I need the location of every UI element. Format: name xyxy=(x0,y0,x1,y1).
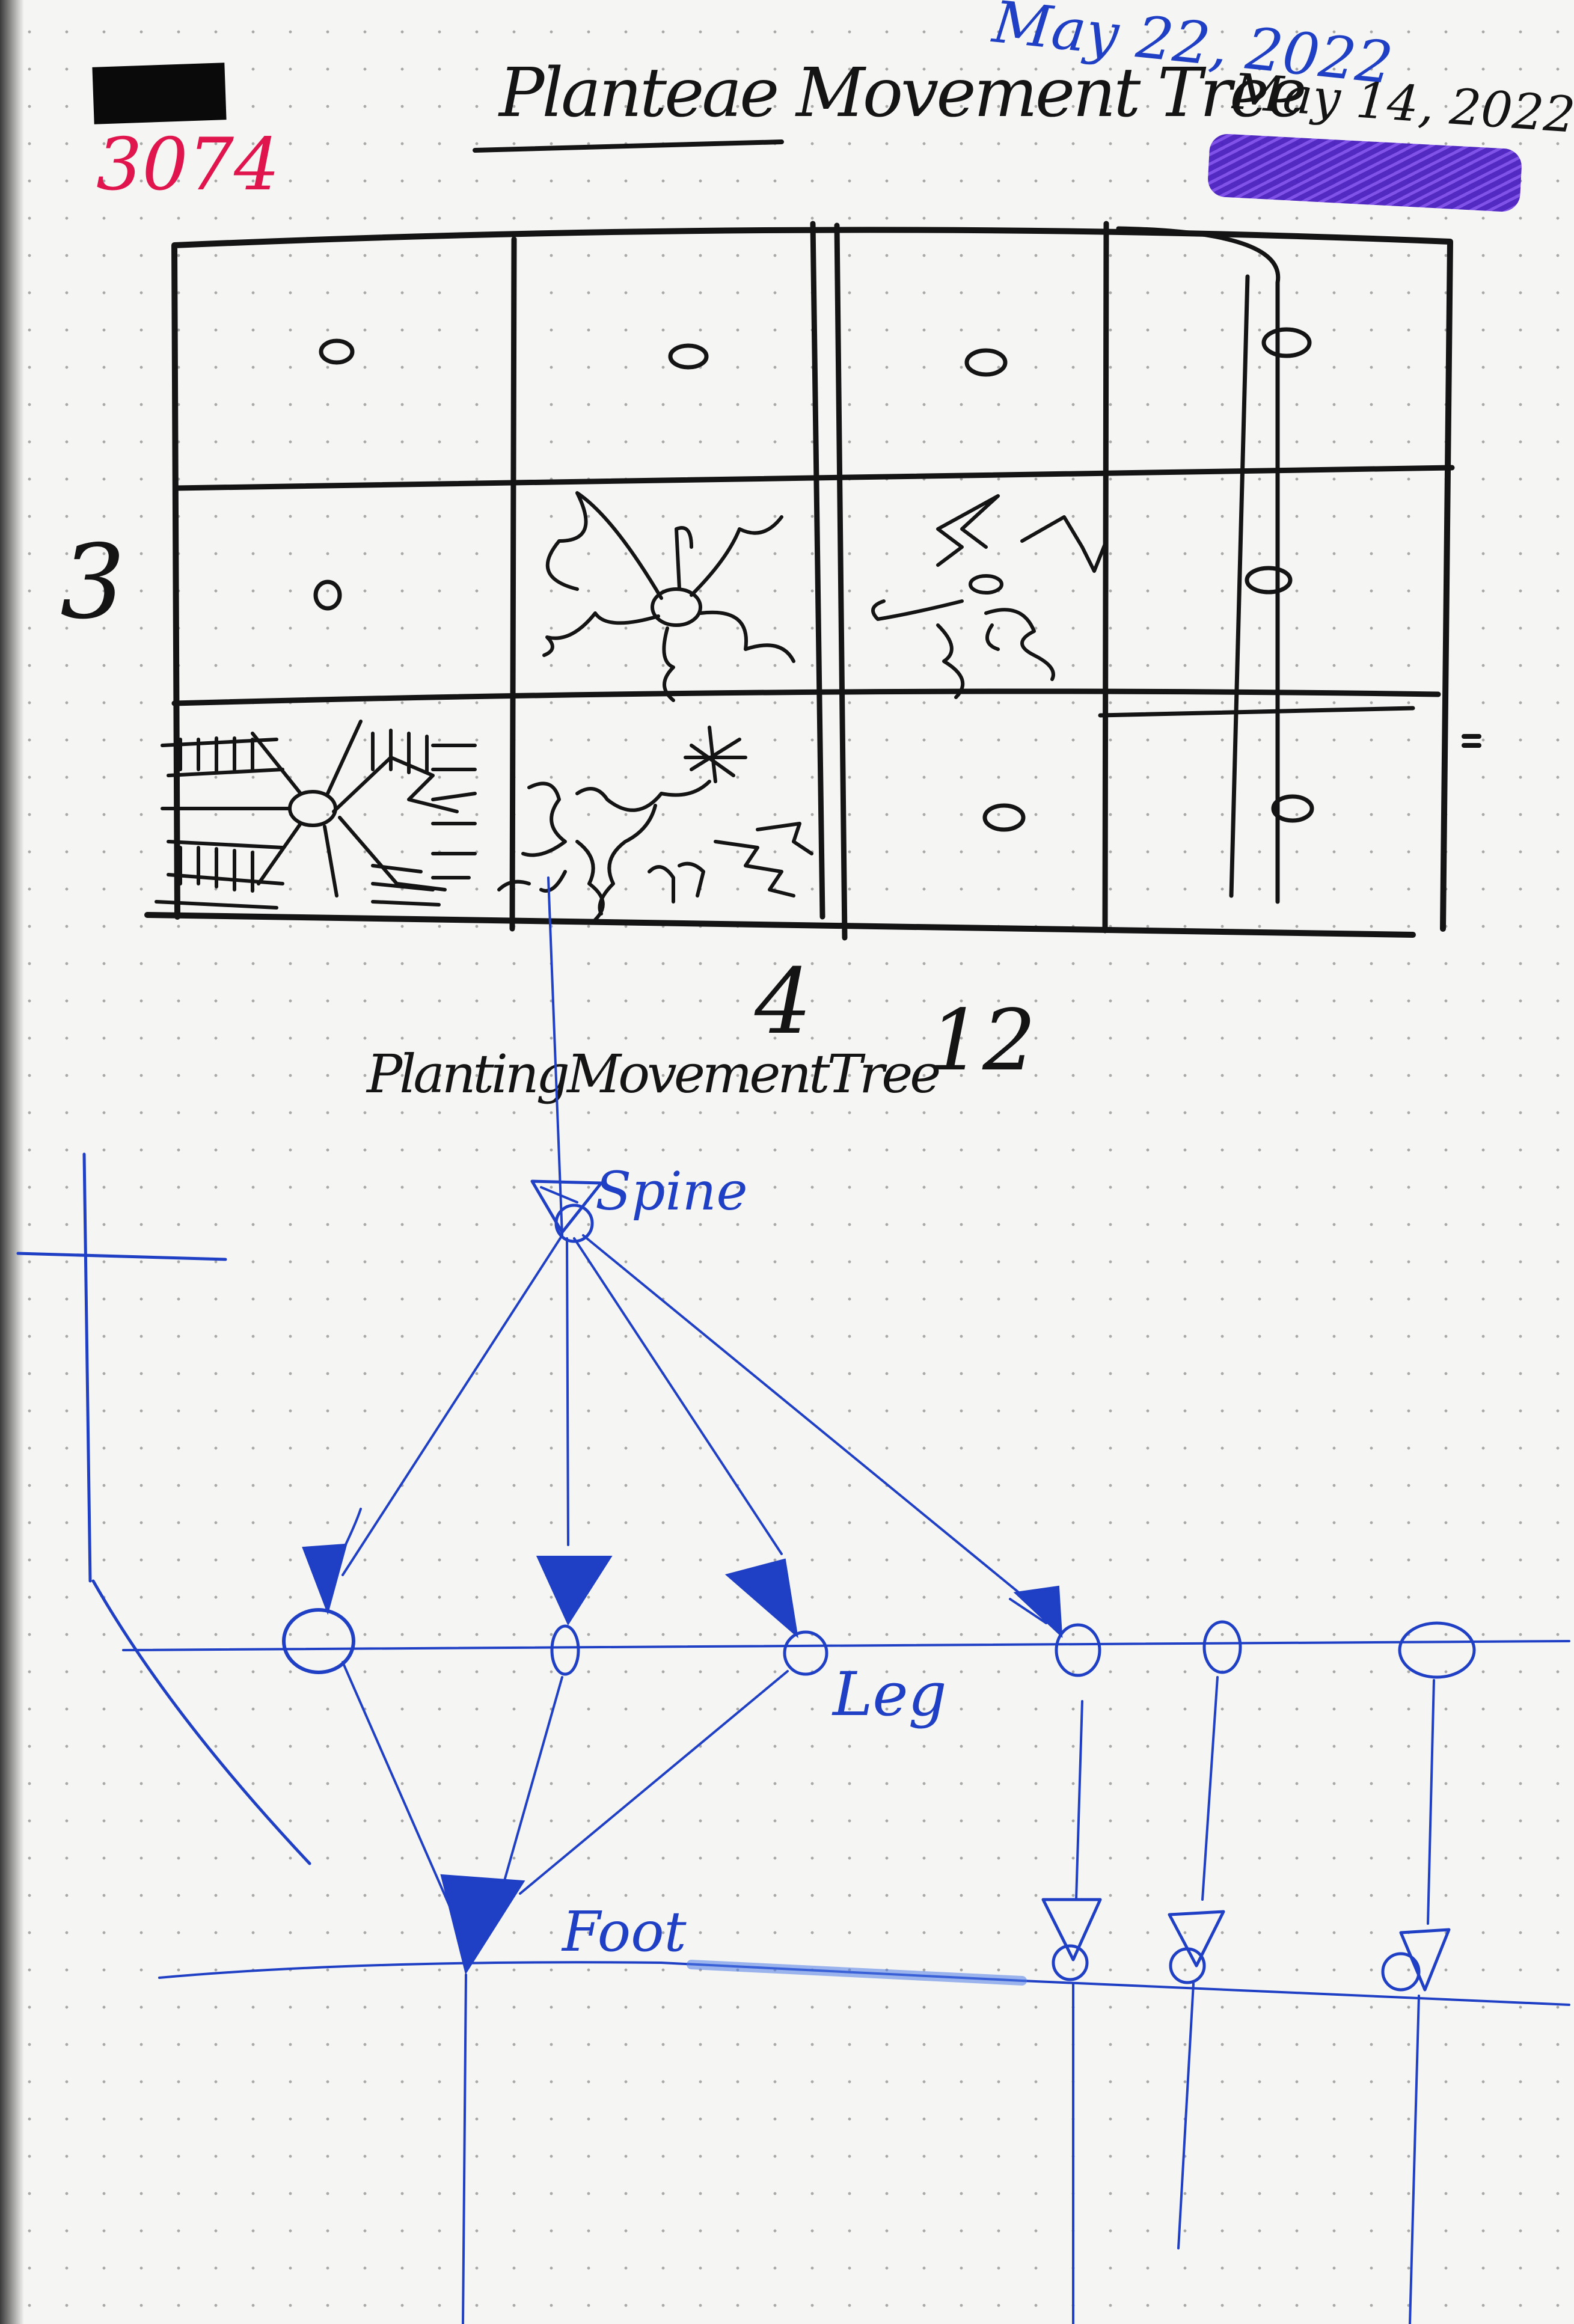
foot-node-3 xyxy=(1381,1928,1451,1992)
foot-continuation xyxy=(1409,1995,1420,2324)
cell-sketch-roots xyxy=(542,491,795,702)
page-title: Planteae Movement Tree xyxy=(499,54,1307,132)
cell-sketch-tangle xyxy=(497,726,813,922)
grid-row-line xyxy=(173,465,1455,491)
leg-foot-edge xyxy=(498,1676,563,1901)
foot-continuation xyxy=(462,1974,467,2324)
axis-horizontal xyxy=(16,1252,227,1261)
leg-node-2 xyxy=(536,1556,613,1676)
spine-node xyxy=(530,1179,603,1243)
title-underline xyxy=(473,139,784,153)
spine-leg-edge xyxy=(566,1237,569,1546)
foot-continuation xyxy=(1177,1983,1195,2249)
node-label-foot: Foot xyxy=(562,1900,687,1964)
foot-line-highlight xyxy=(687,1960,1027,1986)
grid-col-line xyxy=(810,221,825,920)
grid-rows-label: 3 xyxy=(60,523,126,642)
leg-foot-edge xyxy=(341,1661,461,1931)
spine-leg-edge xyxy=(582,1234,1035,1606)
grid-col-line xyxy=(1102,221,1109,934)
axis-diagonal xyxy=(91,1579,311,1865)
grid-cols-label: 4 xyxy=(755,950,812,1054)
tree-subtitle: PlantingMovementTree xyxy=(367,1043,941,1105)
leg-foot-edge xyxy=(1201,1676,1219,1901)
grid-col-line xyxy=(1229,274,1250,898)
leg-node-1 xyxy=(282,1508,362,1674)
spine-leg-edge xyxy=(573,1237,783,1555)
leg-node-4 xyxy=(1009,1585,1101,1677)
grid-row-line xyxy=(171,688,1441,706)
axis-vertical xyxy=(82,1152,92,1583)
foot-node-1 xyxy=(1041,1898,1102,1981)
node-label-leg: Leg xyxy=(833,1659,947,1729)
cell-dot xyxy=(982,803,1026,832)
leg-foot-edge xyxy=(519,1670,789,1895)
cell-sketch-hatching xyxy=(155,720,477,910)
grid-frame xyxy=(144,227,1453,938)
cell-dot xyxy=(1245,566,1293,595)
cell-dot xyxy=(1271,794,1314,823)
cell-sketch-zigzags xyxy=(871,494,1108,699)
grid-col-line xyxy=(509,236,517,932)
page-edge-shadow xyxy=(0,0,24,2324)
cell-dot xyxy=(313,579,342,611)
foot-node-main xyxy=(440,1874,525,1975)
cell-dot xyxy=(319,338,355,365)
grid-to-spine-link xyxy=(547,876,563,1237)
notebook-number: 3074 xyxy=(96,123,280,207)
foot-node-2 xyxy=(1168,1910,1225,1984)
leg-node-5 xyxy=(1202,1620,1242,1674)
leg-node-6 xyxy=(1398,1621,1476,1679)
leg-foot-edge xyxy=(1075,1700,1083,1901)
cell-dot xyxy=(668,343,709,370)
grid-col-line xyxy=(834,222,848,941)
leg-foot-edge xyxy=(1427,1679,1435,1925)
cell-dot xyxy=(964,348,1008,377)
cell-dot xyxy=(1261,327,1312,358)
spine-leg-edge xyxy=(341,1234,563,1576)
leg-level-line xyxy=(122,1640,1570,1651)
grid-total-label: 12 xyxy=(929,992,1037,1090)
node-label-spine: Spine xyxy=(595,1160,748,1222)
leg-node-3 xyxy=(724,1558,828,1676)
